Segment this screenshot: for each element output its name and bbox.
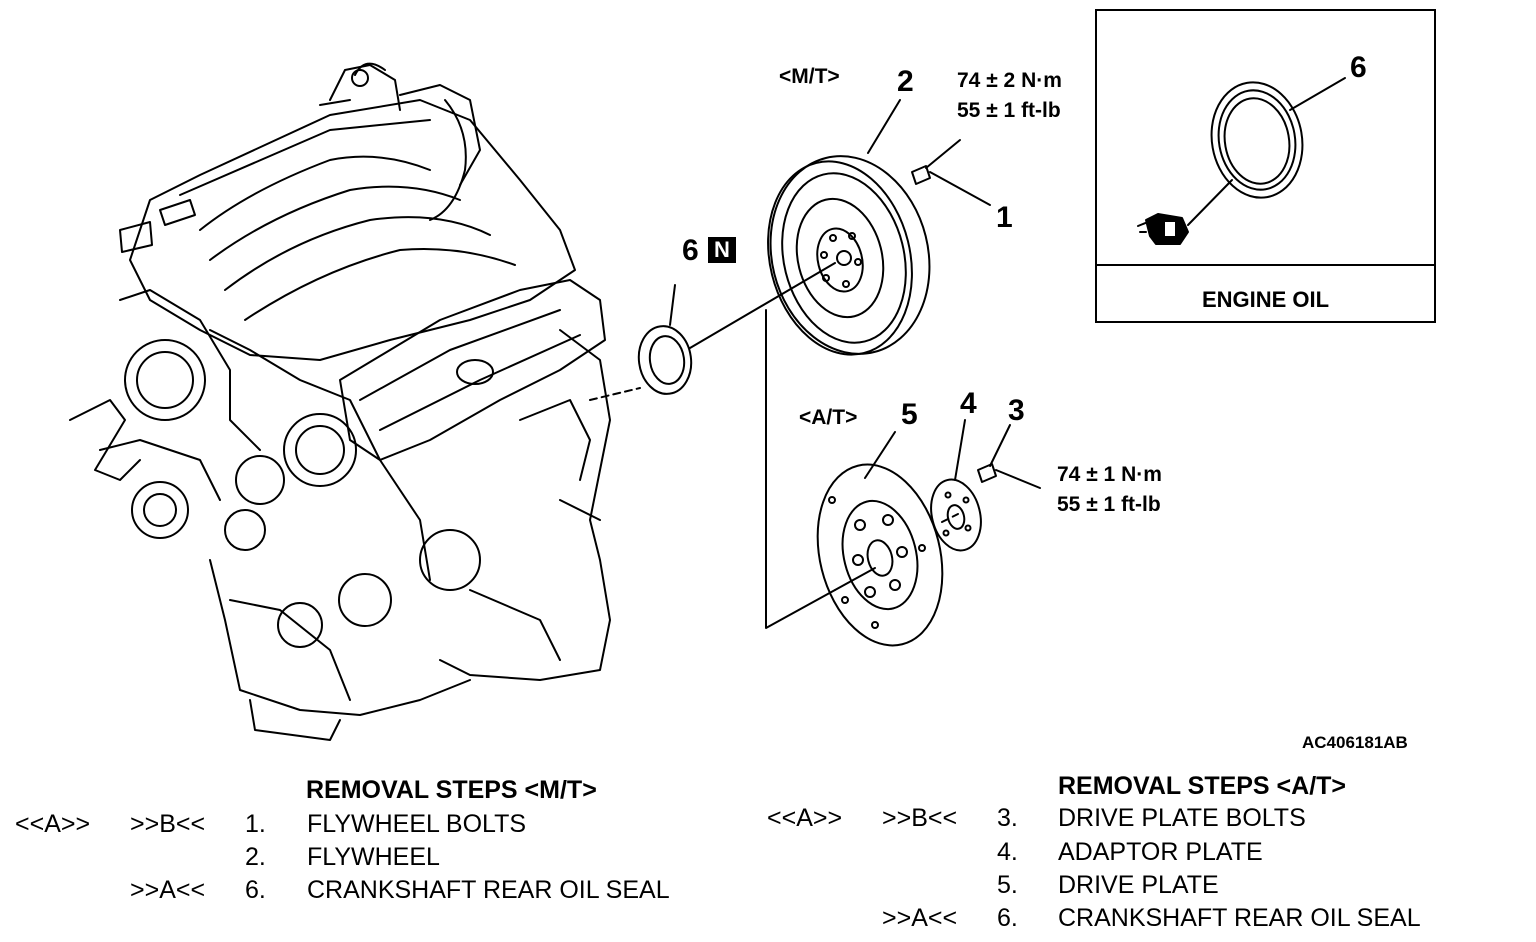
- service-mark-install: >>A<<: [882, 904, 958, 932]
- flywheel-bolt: [911, 139, 991, 206]
- callout-2: 2: [897, 65, 914, 98]
- inset-oil-seal: [1187, 77, 1346, 226]
- step-number: 4.: [997, 838, 1018, 866]
- flywheel: [767, 99, 931, 356]
- step-text: CRANKSHAFT REAR OIL SEAL: [307, 876, 670, 904]
- callout-6-inset: 6: [1350, 51, 1367, 84]
- new-part-badge: N: [708, 237, 736, 263]
- removal-steps-at-heading: REMOVAL STEPS <A/T>: [1058, 772, 1347, 800]
- adaptor-plate: [930, 419, 982, 552]
- callout-4: 4: [960, 387, 977, 420]
- inset-caption: ENGINE OIL: [1201, 287, 1330, 312]
- service-mark-install: >>B<<: [130, 810, 206, 838]
- torque-at-metric: 74 ± 1 N·m: [1057, 463, 1162, 486]
- inset-divider: [1097, 264, 1434, 266]
- step-number: 3.: [997, 804, 1018, 832]
- drive-plate: [816, 431, 944, 647]
- service-mark-removal: <<A>>: [767, 804, 843, 832]
- torque-mt-imperial: 55 ± 1 ft-lb: [957, 99, 1061, 122]
- oil-can-icon: [1137, 213, 1189, 245]
- step-number: 2.: [245, 843, 266, 871]
- service-mark-removal: <<A>>: [15, 810, 91, 838]
- removal-steps-mt-heading: REMOVAL STEPS <M/T>: [306, 776, 597, 804]
- engine-oil-inset: 6 ENGINE OIL: [1095, 9, 1436, 323]
- step-text: CRANKSHAFT REAR OIL SEAL: [1058, 904, 1421, 932]
- torque-mt-metric: 74 ± 2 N·m: [957, 69, 1062, 92]
- torque-at-imperial: 55 ± 1 ft-lb: [1057, 493, 1161, 516]
- step-text: FLYWHEEL: [307, 843, 440, 871]
- callout-5: 5: [901, 398, 918, 431]
- step-text: ADAPTOR PLATE: [1058, 838, 1263, 866]
- callout-3: 3: [1008, 394, 1025, 427]
- drive-plate-bolt: [977, 424, 1041, 489]
- step-number: 5.: [997, 871, 1018, 899]
- figure-id: AC406181AB: [1302, 733, 1408, 752]
- step-text: DRIVE PLATE BOLTS: [1058, 804, 1306, 832]
- engine-block-illustration: [69, 62, 611, 741]
- alignment-lines: [589, 262, 959, 629]
- torque-spec-flywheel: 74 ± 2 N·m 55 ± 1 ft-lb: [957, 66, 1062, 126]
- step-text: DRIVE PLATE: [1058, 871, 1219, 899]
- crankshaft-rear-oil-seal: [637, 284, 693, 395]
- service-mark-install: >>A<<: [130, 876, 206, 904]
- torque-spec-drive-plate: 74 ± 1 N·m 55 ± 1 ft-lb: [1057, 460, 1162, 520]
- step-number: 1.: [245, 810, 266, 838]
- step-text: FLYWHEEL BOLTS: [307, 810, 527, 838]
- callout-1: 1: [996, 201, 1013, 234]
- at-label: <A/T>: [799, 406, 858, 429]
- step-number: 6.: [245, 876, 266, 904]
- mt-label: <M/T>: [779, 65, 840, 88]
- step-number: 6.: [997, 904, 1018, 932]
- service-mark-install: >>B<<: [882, 804, 958, 832]
- callout-6-engine: 6: [682, 234, 699, 267]
